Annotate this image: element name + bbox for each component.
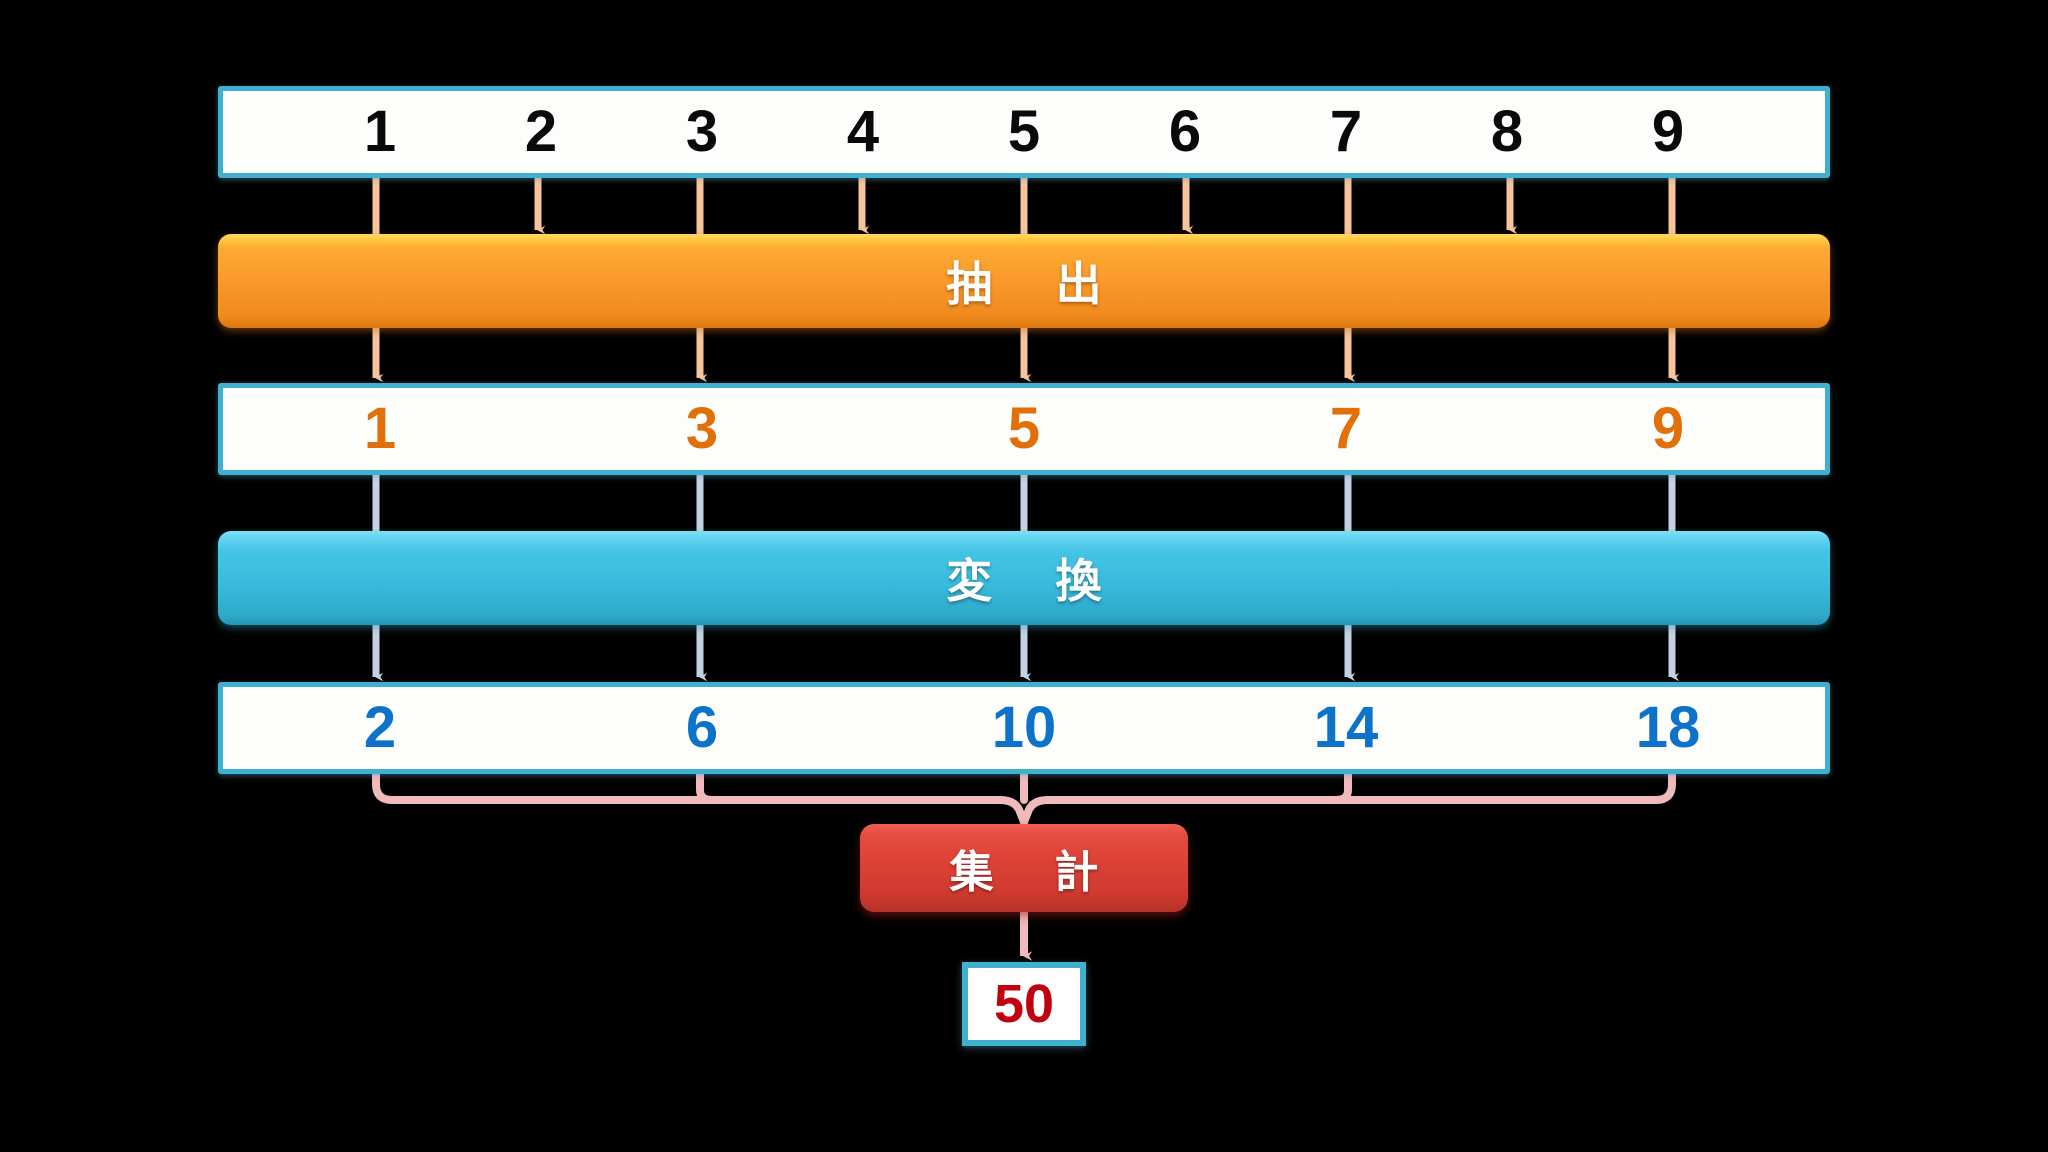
input-value-1: 1 [363, 99, 397, 164]
extracted-value-4: 7 [1329, 396, 1363, 461]
input-value-5: 5 [1007, 99, 1041, 164]
result-value: 50 [993, 974, 1055, 1034]
converted-value-1: 2 [363, 695, 397, 760]
converted-value-3: 10 [991, 695, 1057, 760]
extracted-value-3: 5 [1007, 396, 1041, 461]
aggregate-process-bar[interactable]: 集 計 [860, 824, 1188, 912]
input-value-6: 6 [1168, 99, 1202, 164]
convert-to-converted-arrows [372, 623, 1680, 682]
extract-process-bar[interactable]: 抽 出 [218, 234, 1830, 328]
converted-to-aggregate-brace [372, 770, 1676, 826]
input-value-8: 8 [1490, 99, 1524, 164]
extracted-to-convert-lines [372, 475, 1676, 533]
input-value-3: 3 [685, 99, 719, 164]
input-value-9: 9 [1651, 99, 1685, 164]
result-box: 50 [962, 962, 1086, 1046]
input-to-extract-arrows [534, 178, 1518, 235]
aggregate-process-label: 集 計 [949, 848, 1123, 897]
extract-process-label: 抽 出 [946, 258, 1127, 310]
converted-values-box: 2 6 10 14 18 [218, 682, 1830, 774]
extracted-values-box: 1 3 5 7 9 [218, 383, 1830, 475]
convert-process-label: 変 換 [946, 555, 1127, 607]
extracted-value-1: 1 [363, 396, 397, 461]
converted-value-5: 18 [1635, 695, 1701, 760]
extracted-value-5: 9 [1651, 396, 1685, 461]
convert-process-bar[interactable]: 変 換 [218, 531, 1830, 625]
extracted-value-2: 3 [685, 396, 719, 461]
input-value-7: 7 [1329, 99, 1363, 164]
converted-value-4: 14 [1313, 695, 1379, 760]
input-to-extract-passthrough-lines [372, 178, 1676, 236]
input-value-4: 4 [846, 99, 880, 164]
input-value-2: 2 [524, 99, 558, 164]
extract-to-extracted-arrows [372, 326, 1680, 383]
input-values-box: 1 2 3 4 5 6 7 8 9 [218, 86, 1830, 178]
converted-value-2: 6 [685, 695, 719, 760]
